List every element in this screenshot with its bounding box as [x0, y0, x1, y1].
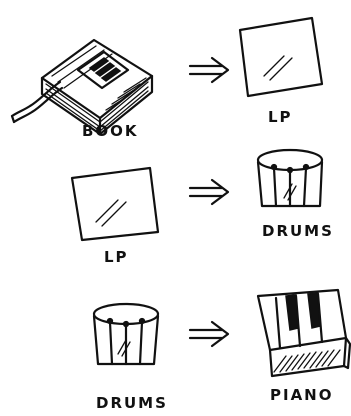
piano-icon	[258, 290, 350, 376]
book-icon	[12, 40, 152, 134]
drums-label-2: DRUMS	[96, 394, 168, 412]
lp-icon	[72, 168, 158, 240]
drums-icon	[94, 304, 158, 364]
row-2: LP DRUMS	[72, 150, 334, 266]
row-1: BOOK LP	[12, 18, 322, 140]
lp-label-2: LP	[104, 248, 129, 266]
piano-label: PIANO	[270, 386, 334, 404]
double-arrow-icon	[190, 58, 228, 82]
drums-label-1: DRUMS	[262, 222, 334, 240]
drums-icon	[258, 150, 322, 206]
double-arrow-icon	[190, 180, 228, 204]
lp-icon	[240, 18, 322, 96]
row-3: DRUMS PIANO	[94, 290, 350, 412]
lp-label-1: LP	[268, 108, 293, 126]
double-arrow-icon	[190, 322, 228, 346]
book-label: BOOK	[82, 122, 139, 140]
